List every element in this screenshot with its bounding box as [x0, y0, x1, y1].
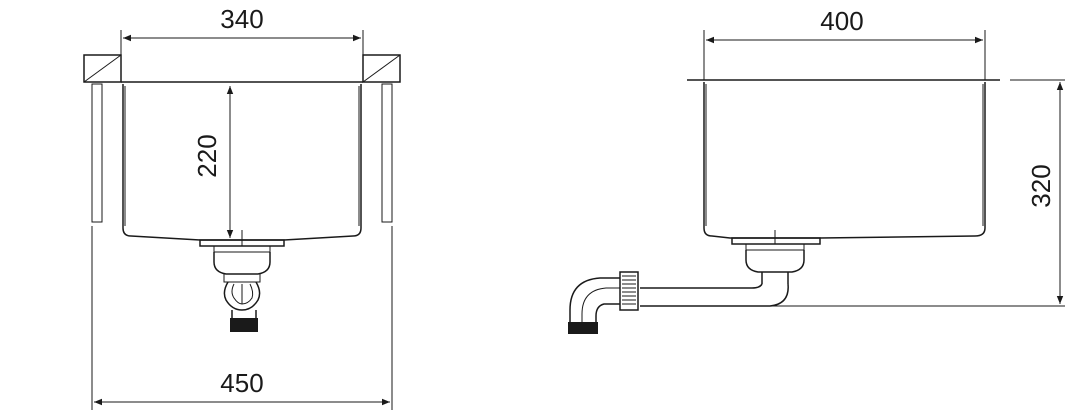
dimension-400: 400 — [703, 6, 986, 80]
dimension-340: 340 — [120, 4, 364, 55]
front-view: 340 220 450 — [83, 4, 401, 410]
countertop-right — [362, 54, 401, 83]
side-view: 400 320 — [568, 6, 1065, 334]
dimension-220: 220 — [192, 86, 234, 238]
side-pipe-coupling — [619, 271, 639, 311]
countertop-left — [83, 54, 122, 83]
drain-assembly — [199, 239, 285, 332]
cabinet-wall-right — [381, 83, 393, 223]
dimension-320: 320 — [1026, 82, 1064, 304]
side-sink-bowl — [703, 82, 986, 239]
sink-bowl — [122, 84, 362, 241]
side-drain-assembly — [568, 230, 821, 334]
dim-label-450: 450 — [220, 368, 263, 398]
dim-label-400: 400 — [820, 6, 863, 36]
side-outlet-thread — [568, 322, 598, 334]
dim-label-320: 320 — [1026, 164, 1056, 207]
cabinet-wall-left — [91, 83, 103, 223]
tailpiece-thread — [230, 318, 258, 332]
dimension-450: 450 — [91, 226, 393, 410]
dim-label-340: 340 — [220, 4, 263, 34]
dim-label-220: 220 — [192, 134, 222, 177]
